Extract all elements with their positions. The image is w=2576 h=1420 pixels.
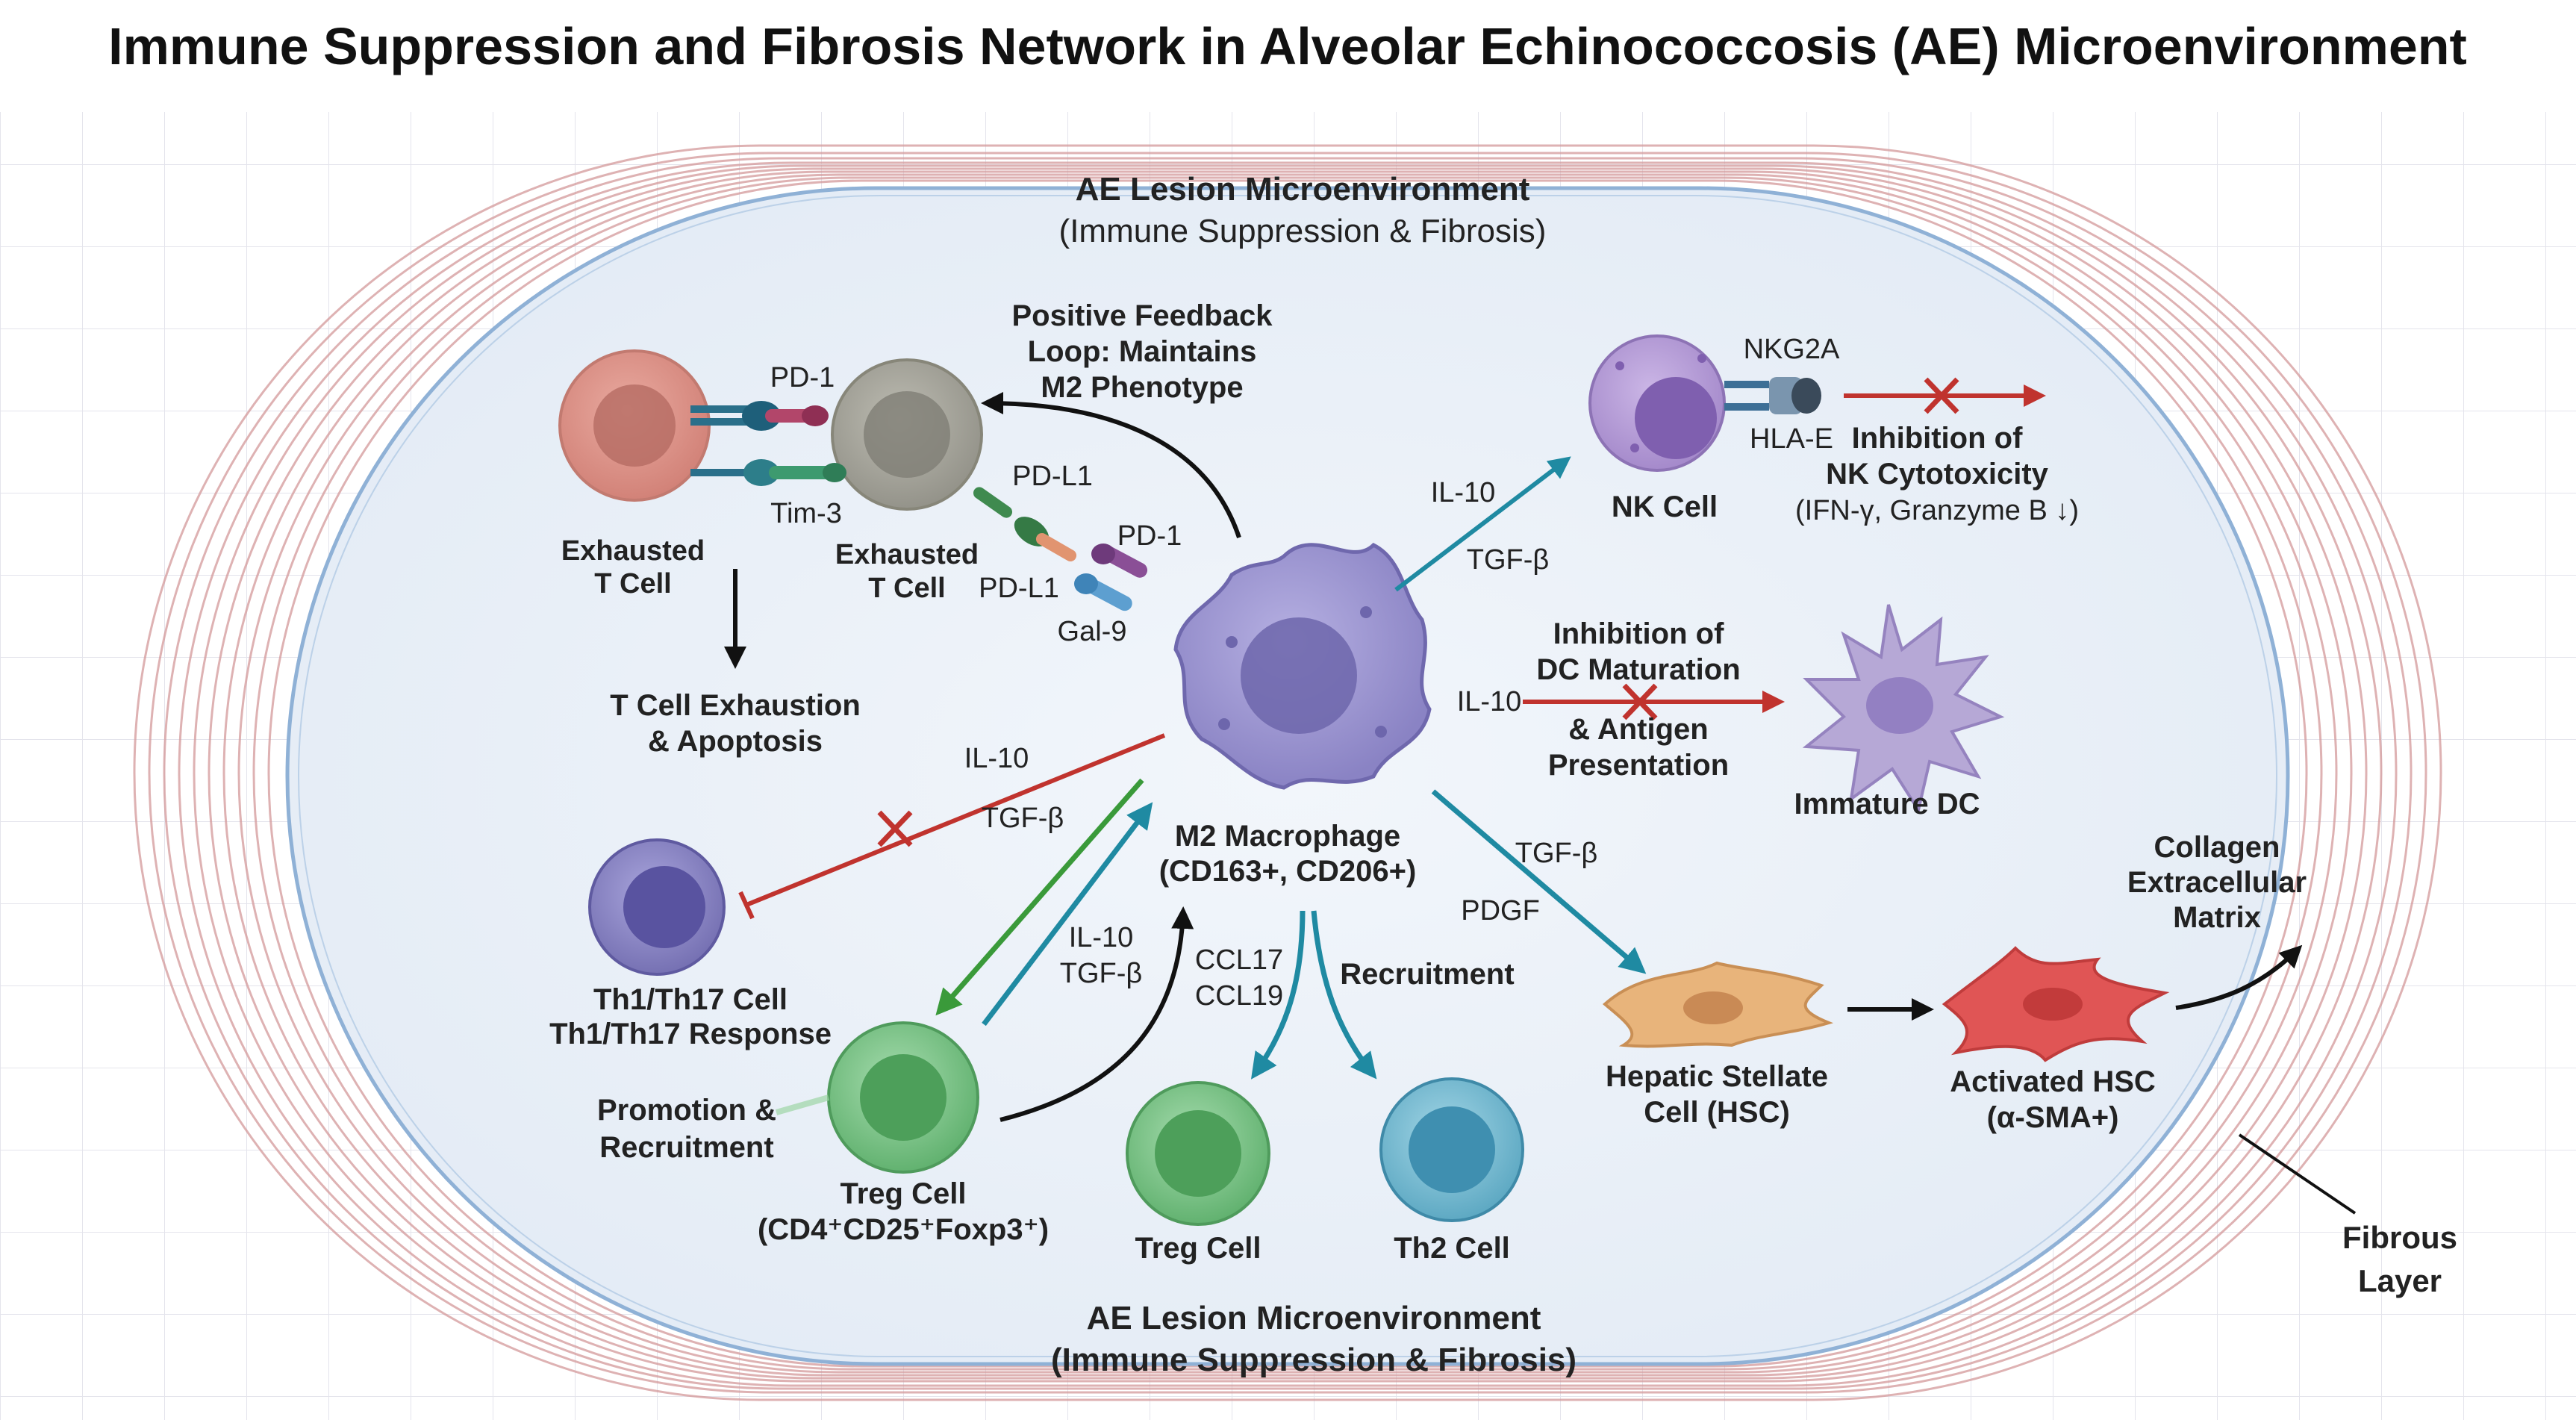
hepatic-stellate-cell <box>1602 961 1834 1048</box>
dc-il10: IL-10 <box>1457 686 1522 717</box>
th2-label: Th2 Cell <box>1394 1232 1510 1265</box>
page-title: Immune Suppression and Fibrosis Network … <box>108 17 2467 75</box>
th1-label-2: Th1/Th17 Response <box>549 1018 832 1050</box>
th1-label-1: Th1/Th17 Cell <box>593 983 788 1016</box>
collagen-line1: Collagen <box>2154 831 2280 864</box>
nk-inhib-line2: NK Cytotoxicity <box>1826 458 2049 491</box>
activated-hsc <box>1942 946 2170 1062</box>
hsc-label-1: Hepatic Stellate <box>1606 1060 1828 1093</box>
dc-inhib-line4: Presentation <box>1548 749 1729 782</box>
m2-macrophage <box>1173 542 1432 790</box>
feedback-line3: M2 Phenotype <box>1041 371 1243 404</box>
th1-th17-cell <box>588 838 726 976</box>
promo-label-1: Promotion & <box>597 1094 776 1127</box>
immature-dc <box>1802 604 2005 815</box>
arrow-recruit-treg <box>1250 910 1306 1080</box>
label-pd1-mac: PD-1 <box>1117 520 1182 552</box>
th1-il10: IL-10 <box>964 743 1029 774</box>
arrow-treg-feedback <box>999 906 1194 1122</box>
th1-tgfb: TGF-β <box>982 803 1064 834</box>
arrow-treg-to-macrophage <box>982 802 1153 1027</box>
label-hlae: HLA-E <box>1750 423 1833 455</box>
dc-block-icon <box>1622 683 1658 720</box>
nk-il10: IL-10 <box>1431 477 1496 508</box>
exhausted-t-cell-1 <box>558 349 711 502</box>
fibrous-layer-label-1: Fibrous <box>2342 1220 2457 1255</box>
exhausted-t-cell-2 <box>831 358 983 511</box>
gal9-receptor <box>1074 573 1132 611</box>
treg-cell-main <box>827 1021 979 1174</box>
nk-block-icon <box>1924 377 1959 414</box>
ahsc-label-2: (α-SMA+) <box>1987 1101 2119 1134</box>
treg-main-label-1: Treg Cell <box>841 1177 967 1210</box>
arrow-to-hsc <box>1431 789 1647 974</box>
pdl1-mac-receptor <box>1035 533 1077 561</box>
t-exhaustion-label-1: T Cell Exhaustion <box>610 689 861 722</box>
fibrous-layer-pointer <box>2238 1133 2357 1215</box>
treg-cell-recruited <box>1126 1081 1270 1226</box>
region-footer-line1: AE Lesion Microenvironment <box>1087 1300 1541 1336</box>
arrow-to-collagen <box>2175 944 2303 1010</box>
arrow-recruit-th2 <box>1311 910 1377 1080</box>
label-pdl1-a: PD-L1 <box>1012 461 1093 492</box>
ahsc-label-1: Activated HSC <box>1950 1065 2156 1098</box>
exhausted-t2-label-2: T Cell <box>868 573 945 604</box>
th2-cell <box>1379 1077 1524 1222</box>
dc-inhib-line3: & Antigen <box>1568 713 1708 746</box>
arrow-to-nk <box>1394 456 1571 592</box>
recruitment-label: Recruitment <box>1340 958 1514 991</box>
dc-inhib-line2: DC Maturation <box>1536 653 1740 686</box>
label-nkg2a: NKG2A <box>1744 334 1840 365</box>
collagen-line3: Matrix <box>2173 901 2261 934</box>
treg-il10: IL-10 <box>1069 922 1134 953</box>
label-gal9: Gal-9 <box>1058 616 1127 647</box>
exhausted-t2-label-1: Exhausted <box>835 539 979 570</box>
arrow-macrophage-to-treg <box>935 778 1144 1016</box>
label-pdl1-b: PD-L1 <box>979 573 1059 604</box>
ccl17-label: CCL17 <box>1195 944 1283 976</box>
macrophage-label-1: M2 Macrophage <box>1175 820 1400 853</box>
dc-cell-label: Immature DC <box>1794 788 1980 820</box>
arrow-positive-feedback <box>981 392 1241 538</box>
inhibit-th1 <box>745 733 1166 907</box>
exhausted-t1-label-1: Exhausted <box>561 535 705 567</box>
label-tim3: Tim-3 <box>770 498 842 529</box>
hsc-label-2: Cell (HSC) <box>1644 1096 1790 1129</box>
region-header-line1: AE Lesion Microenvironment <box>1076 171 1530 208</box>
fibrous-layer <box>133 144 2442 1401</box>
pd1-receptor-complex <box>690 401 829 431</box>
th1-block-icon <box>877 810 913 847</box>
collagen-line2: Extracellular <box>2127 866 2307 899</box>
feedback-line2: Loop: Maintains <box>1028 335 1257 368</box>
ccl19-label: CCL19 <box>1195 980 1283 1012</box>
nk-cell-label: NK Cell <box>1612 491 1718 523</box>
promo-label-2: Recruitment <box>599 1131 773 1164</box>
t-exhaustion-label-2: & Apoptosis <box>648 725 823 758</box>
region-footer-line2: (Immune Suppression & Fibrosis) <box>1051 1342 1577 1378</box>
macrophage-label-2: (CD163+, CD206+) <box>1159 855 1417 888</box>
fib-tgfb: TGF-β <box>1515 838 1598 869</box>
treg-tgfb: TGF-β <box>1060 958 1143 989</box>
pd1-mac-receptor <box>1091 544 1148 578</box>
label-pd1-top: PD-1 <box>770 362 835 393</box>
nk-cell <box>1588 334 1726 472</box>
dc-inhib-line1: Inhibition of <box>1553 617 1724 650</box>
fib-pdgf: PDGF <box>1461 895 1540 927</box>
nk-tgfb: TGF-β <box>1467 544 1550 576</box>
nkg2a-hlae-receptor <box>1724 377 1821 414</box>
tim3-receptor-complex <box>690 459 846 486</box>
feedback-line1: Positive Feedback <box>1011 299 1273 332</box>
region-header-line2: (Immune Suppression & Fibrosis) <box>1059 213 1547 249</box>
recruited-treg-label: Treg Cell <box>1135 1232 1262 1265</box>
treg-main-label-2: (CD4⁺CD25⁺Foxp3⁺) <box>758 1213 1049 1246</box>
nk-inhib-line3: (IFN-γ, Granzyme B ↓) <box>1795 495 2079 526</box>
fibrous-layer-label-2: Layer <box>2358 1263 2442 1298</box>
nk-inhib-line1: Inhibition of <box>1852 422 2023 455</box>
exhausted-t1-label-2: T Cell <box>594 568 671 600</box>
